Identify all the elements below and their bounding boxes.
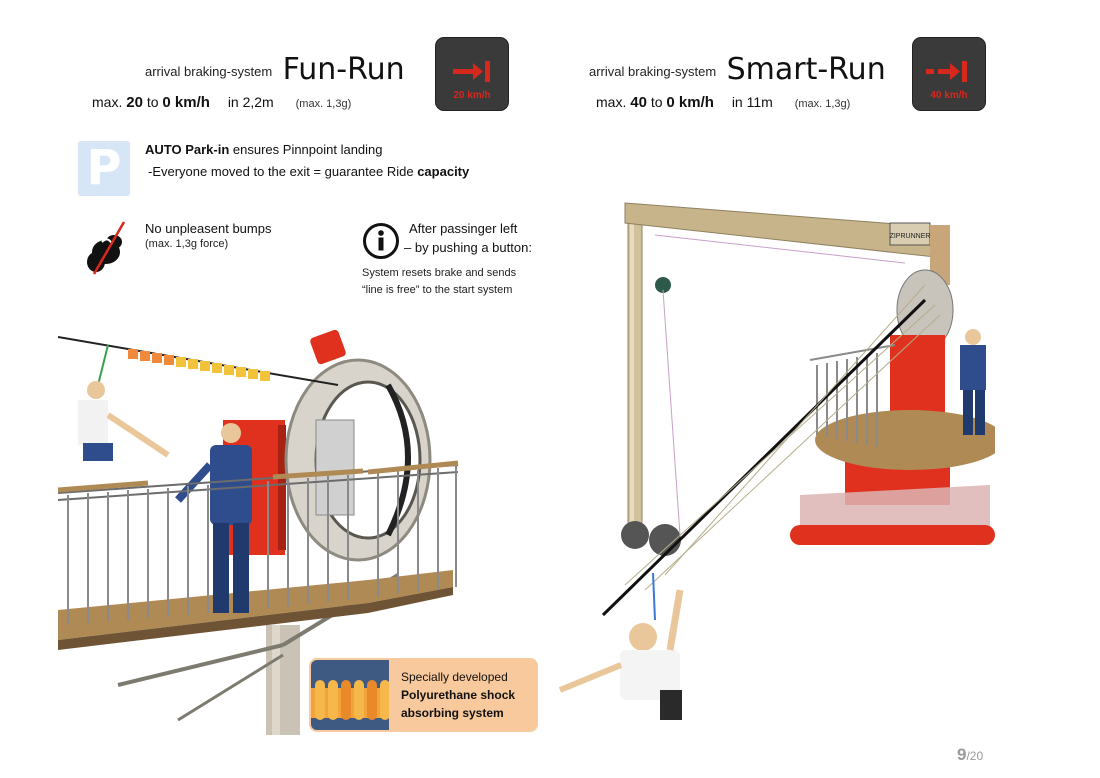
fun-run-from: 20 — [126, 94, 143, 111]
smart-run-spec: max. 40 to 0 km/h in 11m (max. 1,3g) — [596, 90, 850, 111]
info-line-1: After passinger left — [409, 221, 518, 236]
fun-run-spec: max. 20 to 0 km/h in 2,2m (max. 1,3g) — [92, 90, 351, 111]
smart-run-to: to — [650, 94, 663, 110]
fun-run-platform-illustration — [58, 329, 459, 735]
fun-run-dist: in 2,2m — [227, 94, 274, 110]
no-bumps-icon — [87, 221, 126, 275]
shock-absorber-thumbnail — [311, 660, 389, 730]
park-line2-bold: capacity — [417, 164, 470, 179]
park-line2-pre: -Everyone moved to the exit = guarantee … — [148, 164, 414, 179]
dashed-arrow-to-stop-icon — [926, 61, 967, 82]
callout-line-3: absorbing system — [401, 706, 504, 720]
park-line1-rest: ensures Pinnpoint landing — [232, 142, 383, 157]
page-number: 9/20 — [957, 745, 983, 765]
fun-run-g: (max. 1,3g) — [295, 98, 352, 110]
info-line-2: – by pushing a button: — [404, 240, 532, 255]
callout-line-2: Polyurethane shock — [401, 688, 516, 702]
smart-run-brake-sign: 40 km/h — [912, 37, 986, 111]
parking-icon: P — [78, 141, 130, 196]
fun-run-sign-speed: 20 km/h — [453, 90, 491, 101]
fun-run-target: 0 km/h — [162, 94, 210, 111]
smart-run-g: (max. 1,3g) — [794, 98, 851, 110]
park-line-1: AUTO Park-in ensures Pinnpoint landing — [145, 142, 383, 157]
info-line-4: “line is free” to the start system — [362, 284, 513, 296]
info-icon — [363, 223, 399, 259]
smart-run-max: max. — [596, 94, 627, 110]
fun-run-max: max. — [92, 94, 123, 110]
fun-run-header: arrival braking-system Fun-Run — [145, 52, 405, 87]
smart-run-sign-speed: 40 km/h — [930, 90, 968, 101]
fun-run-brake-sign: 20 km/h — [435, 37, 509, 111]
smart-run-crane-illustration: ZIPRUNNER — [558, 202, 995, 720]
smart-run-title: Smart-Run — [726, 52, 886, 87]
smart-run-target: 0 km/h — [666, 94, 714, 111]
page-total: /20 — [966, 749, 984, 763]
page-current: 9 — [957, 745, 967, 764]
info-line-3: System resets brake and sends — [362, 267, 517, 279]
smart-run-header: arrival braking-system Smart-Run — [589, 52, 886, 87]
callout-line-1: Specially developed — [401, 670, 508, 684]
park-bold: AUTO Park-in — [145, 142, 230, 157]
fun-run-label: arrival braking-system — [145, 64, 273, 79]
arrow-to-stop-icon — [453, 61, 490, 82]
fun-run-to: to — [146, 94, 159, 110]
shock-absorber-callout: Specially developed Polyurethane shock a… — [309, 658, 538, 732]
smart-run-from: 40 — [630, 94, 647, 111]
bumps-sub: (max. 1,3g force) — [145, 238, 229, 250]
bumps-title: No unpleasent bumps — [145, 221, 272, 236]
fun-run-title: Fun-Run — [282, 52, 405, 87]
crane-sign-text: ZIPRUNNER — [890, 233, 931, 240]
smart-run-label: arrival braking-system — [589, 64, 717, 79]
smart-run-dist: in 11m — [731, 94, 773, 110]
park-line-2: -Everyone moved to the exit = guarantee … — [148, 164, 469, 179]
